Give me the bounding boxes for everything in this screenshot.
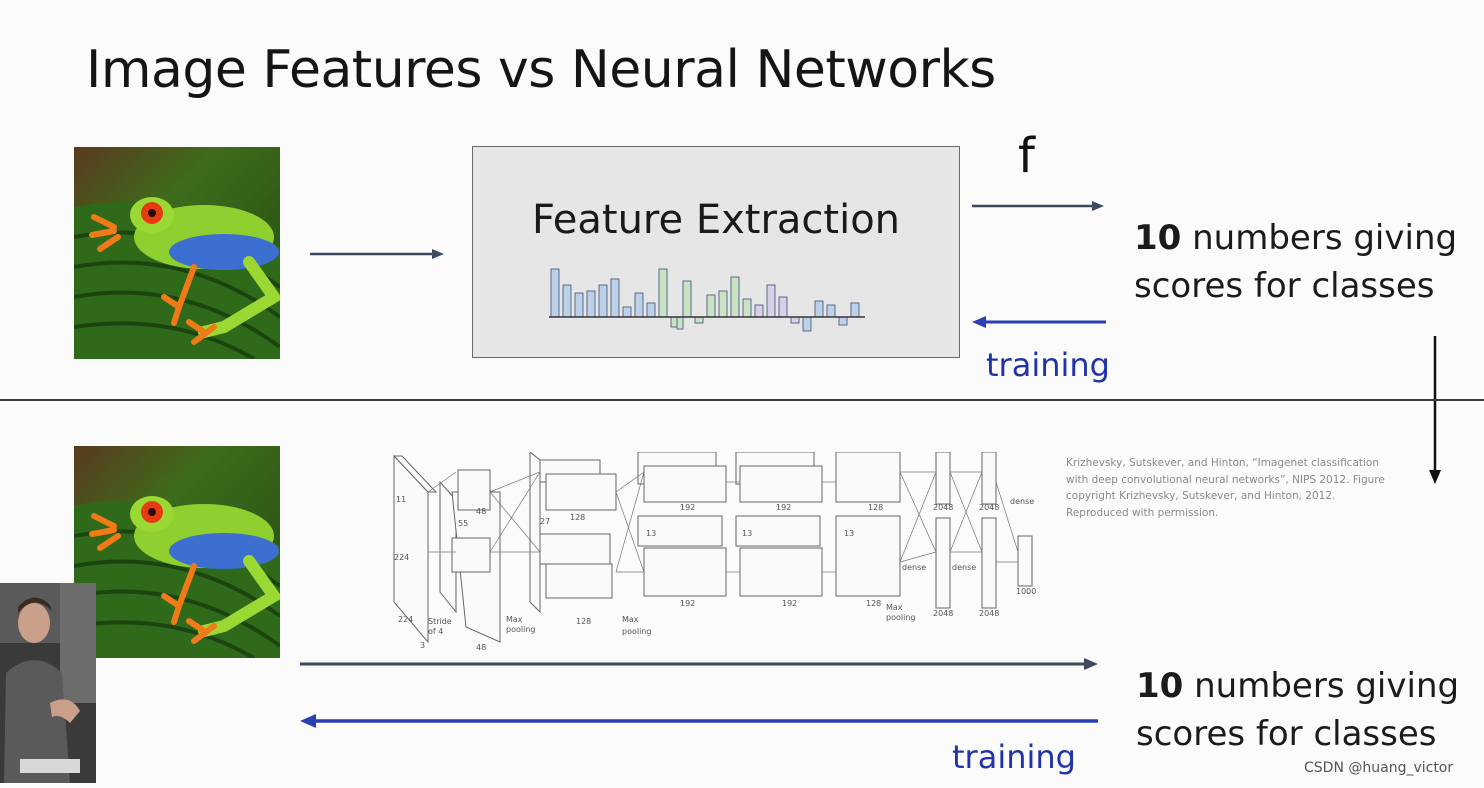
feature-histogram-icon: [549, 268, 865, 332]
cnn-conv2-bottom: [539, 533, 611, 565]
scores-line2: scores for classes: [1134, 266, 1435, 306]
cnn-conv4-bottom: [735, 515, 821, 547]
scores-output-top: 10 numbers giving scores for classes: [1134, 214, 1457, 310]
scores-count-bottom: 10: [1136, 666, 1184, 706]
cnn-label-stride: Stride: [428, 617, 452, 626]
cnn-label-max3: Max: [886, 603, 903, 612]
cnn-conv1-top: [439, 480, 457, 614]
cnn-label-dense3: dense: [1010, 497, 1034, 506]
cnn-label-128d: 128: [866, 599, 881, 608]
cnn-label-224b: 224: [398, 615, 413, 624]
cnn-label-13b: 13: [742, 529, 752, 538]
training-arrow-bottom: [300, 714, 1098, 728]
citation-text: Krizhevsky, Sutskever, and Hinton, “Imag…: [1066, 457, 1385, 519]
arrow-to-feature-box: [310, 249, 444, 259]
cnn-label-max2: Max: [622, 615, 639, 624]
scores-line1-bottom: numbers giving: [1183, 666, 1460, 706]
frog-image-top: [74, 147, 280, 359]
cnn-label-pooling3: pooling: [886, 613, 915, 622]
cnn-label-pooling2: pooling: [622, 627, 651, 636]
cnn-label-55: 55: [458, 519, 468, 528]
cnn-label-2048d: 2048: [979, 609, 999, 618]
cnn-label-13a: 13: [646, 529, 656, 538]
cnn-dense2-bottom: [981, 517, 997, 609]
down-arrow: [1429, 336, 1441, 484]
cnn-output-layer: [1017, 535, 1033, 587]
cnn-label-128a: 128: [570, 513, 585, 522]
cnn-label-192d: 192: [782, 599, 797, 608]
cnn-label-48b: 48: [476, 643, 486, 652]
frog-image-bottom: [74, 446, 280, 658]
slide-title: Image Features vs Neural Networks: [86, 40, 996, 100]
arrow-to-scores-bottom: [300, 658, 1098, 670]
cnn-label-11: 11: [396, 495, 406, 504]
cnn-dense2-top: [981, 452, 997, 505]
scores-line1: numbers giving: [1181, 218, 1458, 258]
cnn-label-of4: of 4: [428, 627, 443, 636]
cnn-label-192c: 192: [776, 503, 791, 512]
cnn-label-2048b: 2048: [979, 503, 999, 512]
cnn-label-dense2: dense: [952, 563, 976, 572]
section-divider: [0, 399, 1484, 401]
cnn-label-224a: 224: [394, 553, 409, 562]
cnn-label-192b: 192: [680, 599, 695, 608]
cnn-architecture-diagram: 11 224 224 3 Stride of 4 55 48 48 Max po…: [392, 452, 1036, 652]
feature-extraction-label: Feature Extraction: [531, 197, 901, 243]
cnn-dense1-bottom: [935, 517, 951, 609]
cnn-label-128b: 128: [576, 617, 591, 626]
cnn-label-192a: 192: [680, 503, 695, 512]
cnn-label-dense1: dense: [902, 563, 926, 572]
cnn-label-1000: 1000: [1016, 587, 1036, 596]
watermark: CSDN @huang_victor: [1304, 760, 1454, 776]
function-f-label: f: [1018, 128, 1035, 184]
cnn-label-3: 3: [420, 641, 425, 650]
cnn-label-max1: Max: [506, 615, 523, 624]
training-label-bottom: training: [952, 738, 1076, 776]
feature-extraction-box: Feature Extraction: [472, 146, 960, 358]
cnn-label-2048c: 2048: [933, 609, 953, 618]
cnn-label-13c: 13: [844, 529, 854, 538]
cnn-conv5-bottom: [835, 515, 901, 597]
cnn-label-27: 27: [540, 517, 550, 526]
scores-output-bottom: 10 numbers giving scores for classes: [1136, 662, 1459, 758]
scores-line2-bottom: scores for classes: [1136, 714, 1437, 754]
cnn-label-2048a: 2048: [933, 503, 953, 512]
cnn-dense1-top: [935, 452, 951, 505]
cnn-conv3-bottom: [637, 515, 723, 547]
arrow-to-scores-top: [972, 201, 1104, 211]
cnn-label-pooling1: pooling: [506, 625, 535, 634]
cnn-label-48a: 48: [476, 507, 486, 516]
cnn-label-128c: 128: [868, 503, 883, 512]
speaker-video-thumbnail: [0, 583, 96, 783]
training-label-top: training: [986, 346, 1110, 384]
cnn-conv5-top: [835, 452, 901, 503]
scores-count: 10: [1134, 218, 1182, 258]
training-arrow-top: [972, 316, 1106, 328]
